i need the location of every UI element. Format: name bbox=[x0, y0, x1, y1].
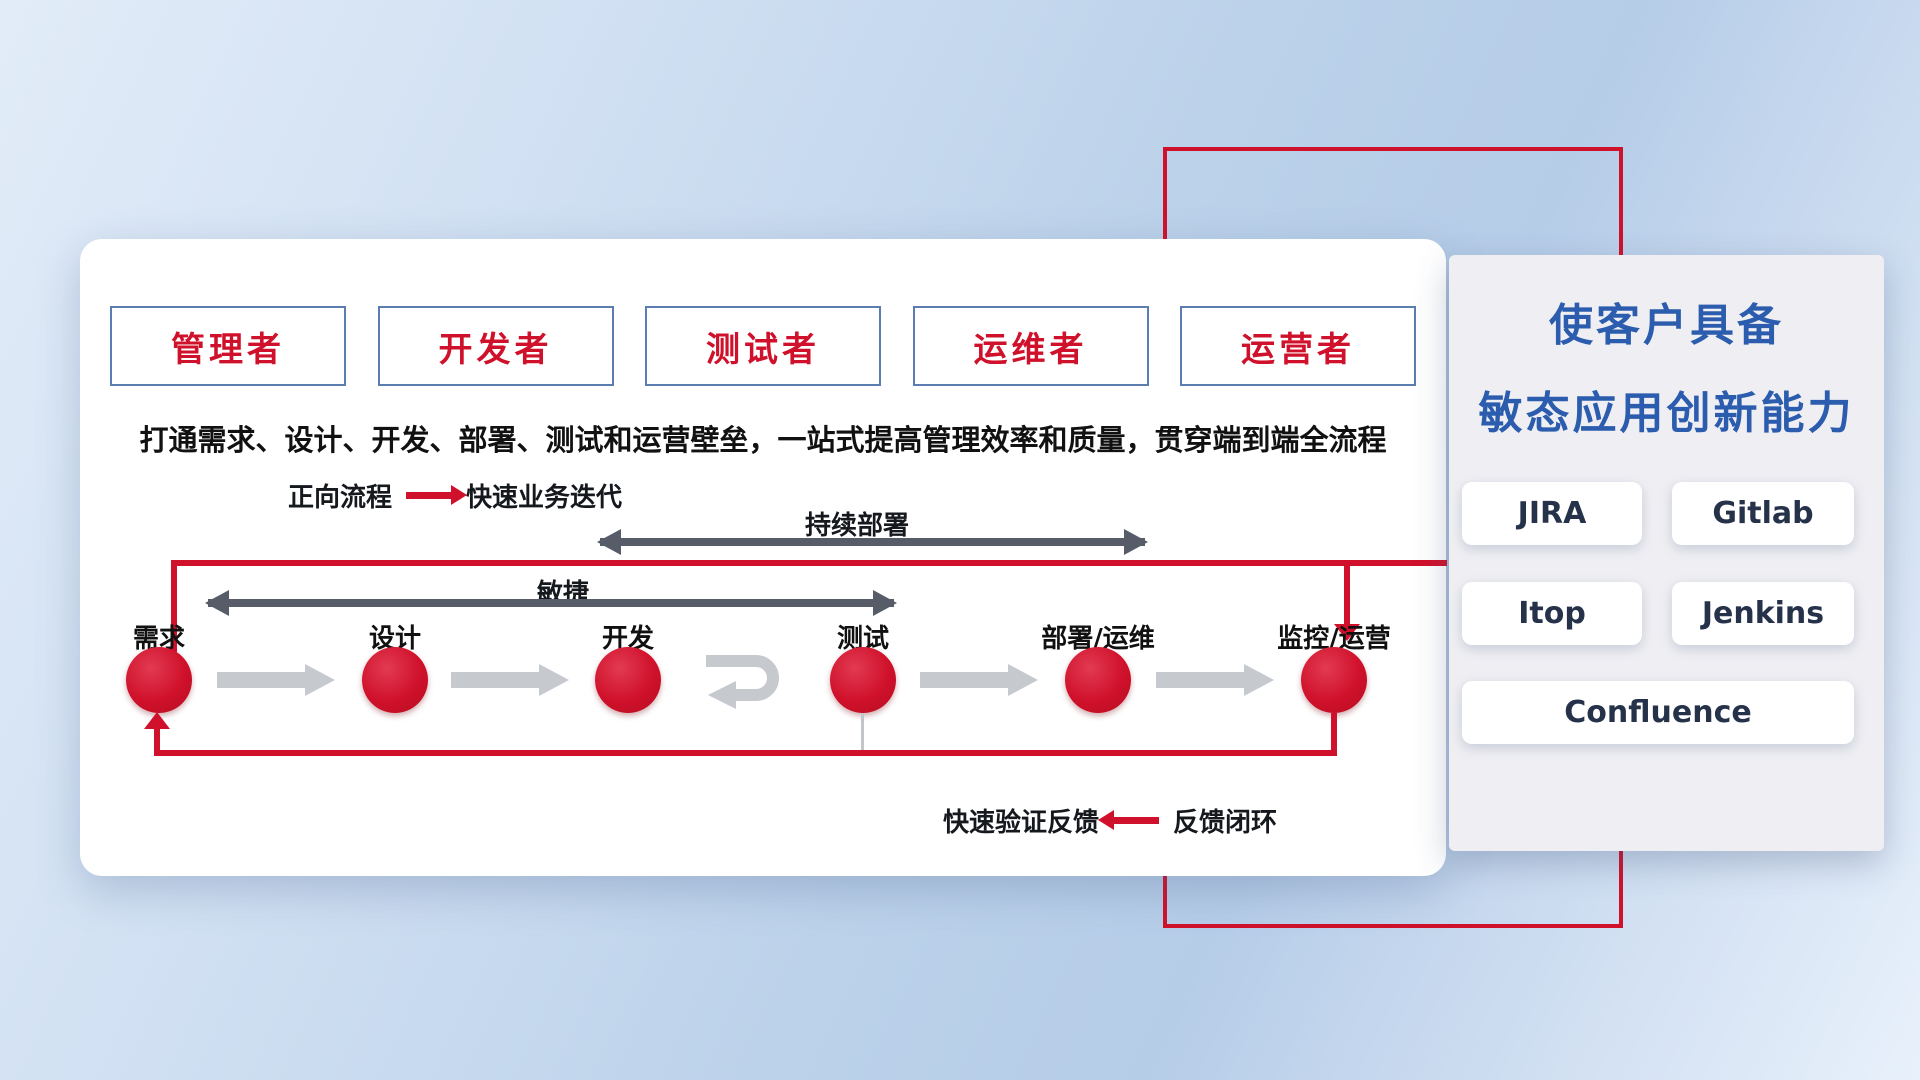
role-box-tester: 测试者 bbox=[645, 306, 881, 386]
flow-arrow-icon bbox=[1156, 664, 1276, 696]
forward-flow-desc: 快速业务迭代 bbox=[466, 483, 623, 513]
tool-chip-jira: JIRA bbox=[1462, 482, 1642, 545]
tool-chip-confluence: Confluence bbox=[1462, 681, 1854, 744]
red-loop-down-arrow-icon bbox=[1334, 624, 1360, 641]
role-box-manager: 管理者 bbox=[110, 306, 346, 386]
red-feedback-left-vertical bbox=[154, 728, 160, 754]
role-box-developer: 开发者 bbox=[377, 306, 614, 386]
feedback-desc: 快速验证反馈 bbox=[943, 808, 1100, 838]
testing-feedback-connector bbox=[861, 713, 864, 751]
iteration-loop-icon bbox=[706, 655, 779, 709]
forward-flow-label: 正向流程 bbox=[288, 483, 393, 513]
role-box-ops: 运维者 bbox=[912, 306, 1149, 386]
red-loop-right-vertical bbox=[1344, 560, 1350, 626]
role-label: 运营者 bbox=[1241, 329, 1355, 370]
devops-flow-card: 管理者 开发者 测试者 运维者 运营者 打通需求、设计、开发、部署、测试和运营壁… bbox=[80, 239, 1447, 876]
red-loop-left-vertical bbox=[171, 560, 177, 652]
role-boxes-row: 管理者 开发者 测试者 运维者 运营者 bbox=[110, 306, 1416, 386]
role-label: 管理者 bbox=[171, 329, 285, 370]
red-feedback-right-vertical bbox=[1331, 713, 1337, 755]
forward-flow-legend: 正向流程 快速业务迭代 bbox=[288, 477, 622, 514]
node-circle-requirements bbox=[126, 647, 192, 713]
node-circle-monitor-operations bbox=[1301, 647, 1367, 713]
role-label: 测试者 bbox=[706, 329, 820, 370]
continuous-deploy-label: 持续部署 bbox=[804, 511, 909, 541]
role-label: 运维者 bbox=[973, 329, 1088, 370]
node-circle-testing bbox=[830, 647, 896, 713]
panel-title-line1: 使客户具备 bbox=[1549, 300, 1784, 351]
continuous-deploy-span-arrow-icon bbox=[597, 529, 1148, 555]
flow-arrow-icon bbox=[451, 664, 571, 696]
agile-span-arrow-icon bbox=[205, 590, 897, 616]
tool-chip-jenkins: Jenkins bbox=[1672, 582, 1854, 645]
node-circle-design bbox=[362, 647, 428, 713]
tool-chip-itop: Itop bbox=[1462, 582, 1642, 645]
capability-panel: 使客户具备 敏态应用创新能力 JIRA Gitlab Itop Jenkins … bbox=[1449, 255, 1884, 851]
feedback-label: 反馈闭环 bbox=[1173, 808, 1278, 838]
feedback-arrow-icon bbox=[1098, 810, 1160, 830]
red-feedback-bottom-bar bbox=[154, 750, 1337, 756]
role-box-operator: 运营者 bbox=[1180, 306, 1416, 386]
forward-arrow-icon bbox=[406, 485, 468, 505]
node-circle-development bbox=[595, 647, 661, 713]
red-loop-top-bar bbox=[171, 560, 1447, 566]
node-circle-deploy-ops bbox=[1065, 647, 1131, 713]
panel-title-line2: 敏态应用创新能力 bbox=[1478, 388, 1855, 439]
flow-arrow-icon bbox=[217, 664, 337, 696]
flow-arrow-icon bbox=[920, 664, 1040, 696]
feedback-legend: 快速验证反馈 反馈闭环 bbox=[943, 802, 1277, 839]
red-feedback-up-arrow-icon bbox=[144, 712, 170, 729]
card-subtitle: 打通需求、设计、开发、部署、测试和运营壁垒，一站式提高管理效率和质量，贯穿端到端… bbox=[139, 423, 1387, 457]
role-label: 开发者 bbox=[438, 329, 553, 370]
tool-chip-gitlab: Gitlab bbox=[1672, 482, 1854, 545]
